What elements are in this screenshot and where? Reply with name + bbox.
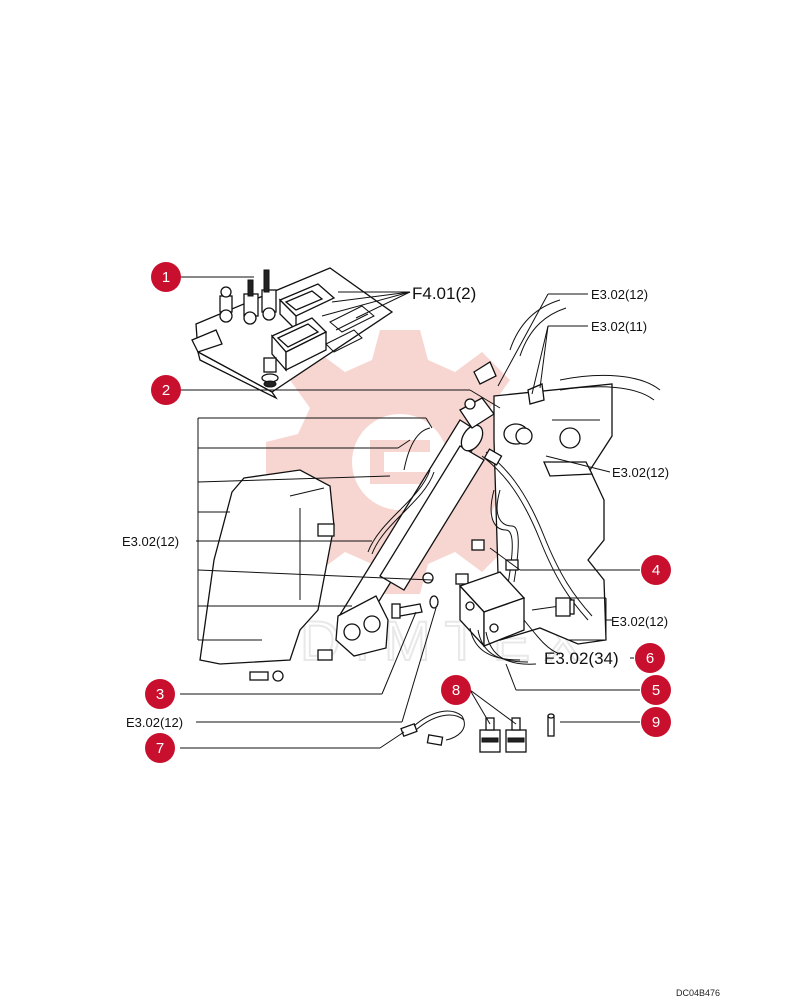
callout-7[interactable]: 7 xyxy=(145,733,175,763)
drawing-code: DC04B476 xyxy=(676,988,720,998)
callout-4-number: 4 xyxy=(652,562,660,579)
callout-3-number: 3 xyxy=(156,686,164,703)
ref-label-bottom-left: E3.02(12) xyxy=(126,715,183,730)
callout-8-number: 8 xyxy=(452,682,460,699)
callout-8[interactable]: 8 xyxy=(441,675,471,705)
hydraulic-cylinder xyxy=(335,397,495,657)
callout-4[interactable]: 4 xyxy=(641,555,671,585)
ref-label-f401: F4.01(2) xyxy=(412,284,476,303)
ref-label-right-low: E3.02(12) xyxy=(611,614,668,629)
callout-9[interactable]: 9 xyxy=(641,707,671,737)
callout-1-number: 1 xyxy=(162,269,170,286)
ref-label-right-mid: E3.02(12) xyxy=(612,465,669,480)
ref-label-top-right-2: E3.02(11) xyxy=(591,319,647,334)
callout-7-number: 7 xyxy=(156,740,164,757)
callout-6[interactable]: 6 xyxy=(635,643,665,673)
callout-2-number: 2 xyxy=(162,382,170,399)
callout-1[interactable]: 1 xyxy=(151,262,181,292)
leader-lines xyxy=(180,276,640,749)
callout-5-number: 5 xyxy=(652,682,660,699)
ref-label-left-mid: E3.02(12) xyxy=(122,534,179,549)
relay-pair xyxy=(479,717,527,753)
callout-3[interactable]: 3 xyxy=(145,679,175,709)
guard-plate xyxy=(199,469,335,682)
control-panel-assembly xyxy=(191,267,394,400)
callout-2[interactable]: 2 xyxy=(151,375,181,405)
ref-label-top-right-1: E3.02(12) xyxy=(591,287,648,302)
valve-block xyxy=(458,571,571,665)
electrical-cable xyxy=(400,710,465,746)
ref-label-big-34: E3.02(34) xyxy=(544,649,619,668)
callout-9-number: 9 xyxy=(652,714,660,731)
callout-5[interactable]: 5 xyxy=(641,675,671,705)
callout-6-number: 6 xyxy=(646,650,654,667)
pin xyxy=(547,713,555,737)
